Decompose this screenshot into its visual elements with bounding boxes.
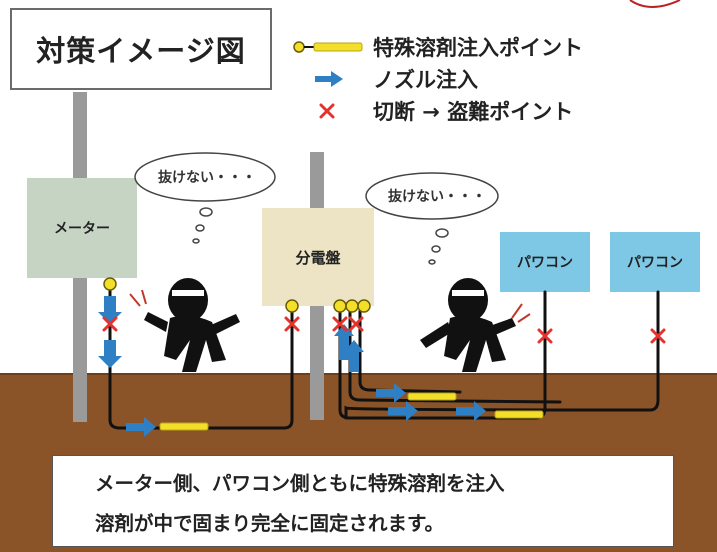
legend-item-cut: 切断 → 盗難ポイント: [285, 96, 573, 126]
panel-box: [262, 208, 374, 306]
legend-item-nozzle: ノズル注入: [285, 64, 478, 94]
cutter-2: [511, 303, 531, 323]
cutter-1: [129, 289, 147, 307]
thief-figure-1: [144, 278, 240, 372]
thought-text-1: 抜けない・・・: [158, 170, 256, 186]
red-x-icon: [285, 103, 373, 119]
thought-bubble-2: [365, 172, 499, 265]
legend-label-nozzle: ノズル注入: [373, 68, 478, 92]
diagram-title: 対策イメージ図: [10, 8, 272, 90]
thief-figure-2: [420, 278, 516, 372]
legend-label-cut: 切断 → 盗難ポイント: [373, 100, 574, 124]
cut-marks: [102, 316, 666, 344]
injection-bars: [159, 392, 544, 431]
thought-bubble-1: [134, 152, 276, 244]
cables: [108, 283, 660, 430]
blue-arrow-icon: [285, 71, 373, 87]
thought-text-2: 抜けない・・・: [388, 189, 486, 205]
legend-label-injection: 特殊溶剤注入ポイント: [373, 36, 583, 60]
pcs-label-1: パワコン: [517, 255, 573, 271]
caption-line-2: 溶剤が中で固まり完全に固定されます。: [95, 512, 445, 535]
pcs-box-2: [610, 232, 700, 292]
caption-box: メーター側、パワコン側ともに特殊溶剤を注入 溶剤が中で固まり完全に固定されます。: [52, 455, 674, 547]
caption-line-1: メーター側、パワコン側ともに特殊溶剤を注入: [95, 472, 505, 495]
pcs-box-1: [500, 232, 590, 292]
pcs-label-2: パワコン: [627, 255, 683, 271]
decorative-corner-mark: [629, 0, 681, 8]
panel-label: 分電盤: [295, 248, 341, 267]
meter-label: メーター: [54, 221, 110, 237]
meter-box: [27, 178, 137, 278]
legend-item-injection: 特殊溶剤注入ポイント: [285, 32, 583, 62]
injection-dots: [103, 277, 371, 313]
yellow-bar-with-dot-icon: [285, 39, 373, 55]
